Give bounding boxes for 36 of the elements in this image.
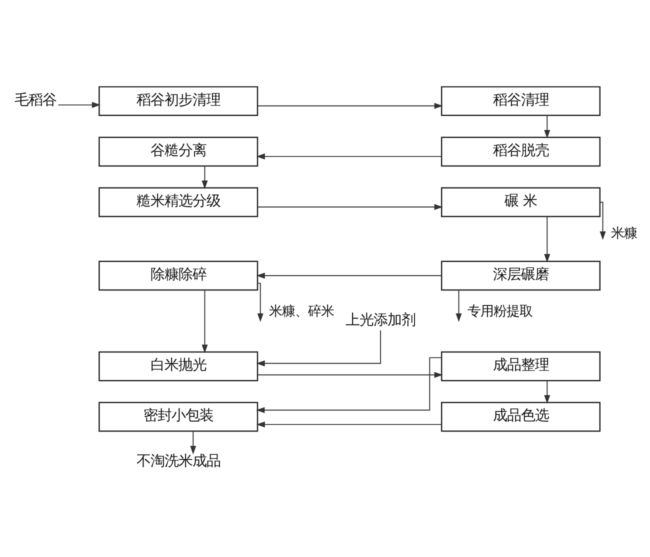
node-box: 成品色选 [440,401,601,432]
node-box: 稻谷脱壳 [440,136,601,166]
node-box: 谷糙分离 [98,136,258,166]
edge-label: 米糠 [610,226,637,242]
node-text: 毛稻谷 [14,92,56,108]
arrow [256,152,442,159]
node-box: 密封小包装 [98,401,258,432]
arrow [456,289,462,322]
node-box: 深层碾磨 [440,260,601,290]
arrow [58,101,100,108]
arrow [257,371,443,378]
node-box: 白米抛光 [98,350,258,381]
arrow [256,420,442,427]
arrow [257,282,264,322]
node-box: 除糠除碎 [98,260,258,290]
arrow [257,203,443,210]
node-text: 上光添加剂 [346,312,416,328]
arrow [256,329,382,366]
node-box: 稻谷清理 [440,86,601,116]
arrow [600,201,606,240]
arrow [257,102,443,108]
arrow [202,289,208,353]
arrow [544,216,550,262]
arrow [256,272,442,278]
arrow [202,165,208,189]
arrow [544,114,550,138]
edge-label: 米糠、碎米 [268,304,334,319]
arrow [544,380,550,404]
node-box: 糙米精选分级 [98,186,258,217]
edge-label: 专用粉提取 [467,304,532,319]
node-box: 成品整理 [440,350,601,381]
node-box: 稻谷初步清理 [98,86,258,116]
node-box: 碾 米 [440,186,601,217]
arrow [190,430,196,454]
arrow [256,356,442,413]
node-text: 不淘洗米成品 [136,452,220,469]
